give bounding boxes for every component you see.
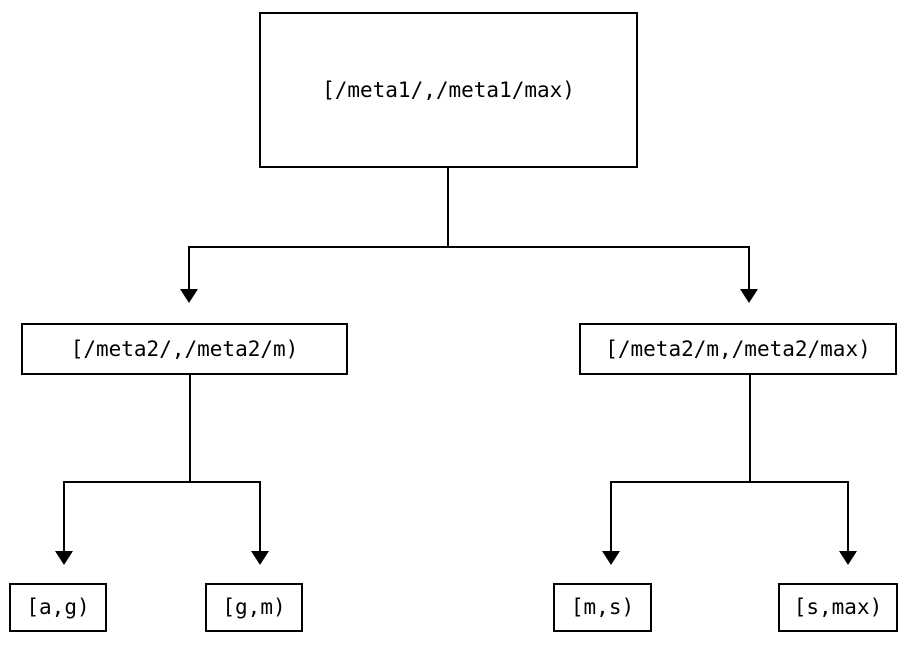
node-leaf-gm[interactable]: [g,m): [205, 583, 303, 632]
edge-root-bus: [188, 246, 750, 248]
arrow-mid-right-to-leaf-ms: [602, 551, 620, 565]
edge-mid-left-to-leaf-ag-drop: [63, 481, 65, 551]
node-mid-left[interactable]: [/meta2/,/meta2/m): [21, 323, 348, 375]
node-mid-right-label: [/meta2/m,/meta2/max): [605, 336, 871, 361]
node-mid-right[interactable]: [/meta2/m,/meta2/max): [579, 323, 897, 375]
node-leaf-ag-label: [a,g): [26, 595, 90, 619]
node-leaf-ms[interactable]: [m,s): [553, 583, 652, 632]
node-root-label: [/meta1/,/meta1/max): [322, 77, 575, 102]
edge-mid-right-bus: [610, 481, 849, 483]
edge-mid-left-bus: [63, 481, 261, 483]
edge-mid-left-to-leaf-gm-drop: [259, 481, 261, 551]
node-leaf-gm-label: [g,m): [222, 595, 286, 619]
arrow-mid-right-to-leaf-smax: [839, 551, 857, 565]
edge-mid-right-to-leaf-smax-drop: [847, 481, 849, 551]
node-leaf-smax[interactable]: [s,max): [778, 583, 898, 632]
node-root[interactable]: [/meta1/,/meta1/max): [259, 12, 638, 168]
arrow-mid-left-to-leaf-ag: [55, 551, 73, 565]
edge-root-stem: [447, 168, 449, 247]
arrow-root-to-mid-right: [740, 289, 758, 303]
edge-mid-left-stem: [189, 375, 191, 482]
node-leaf-smax-label: [s,max): [793, 595, 883, 619]
node-leaf-ms-label: [m,s): [570, 595, 635, 619]
arrow-root-to-mid-left: [180, 289, 198, 303]
edge-root-to-mid-right-drop: [748, 246, 750, 289]
edge-mid-right-stem: [749, 375, 751, 482]
edge-mid-right-to-leaf-ms-drop: [610, 481, 612, 551]
edge-root-to-mid-left-drop: [188, 246, 190, 289]
node-leaf-ag[interactable]: [a,g): [9, 583, 107, 632]
node-mid-left-label: [/meta2/,/meta2/m): [70, 336, 299, 361]
arrow-mid-left-to-leaf-gm: [251, 551, 269, 565]
